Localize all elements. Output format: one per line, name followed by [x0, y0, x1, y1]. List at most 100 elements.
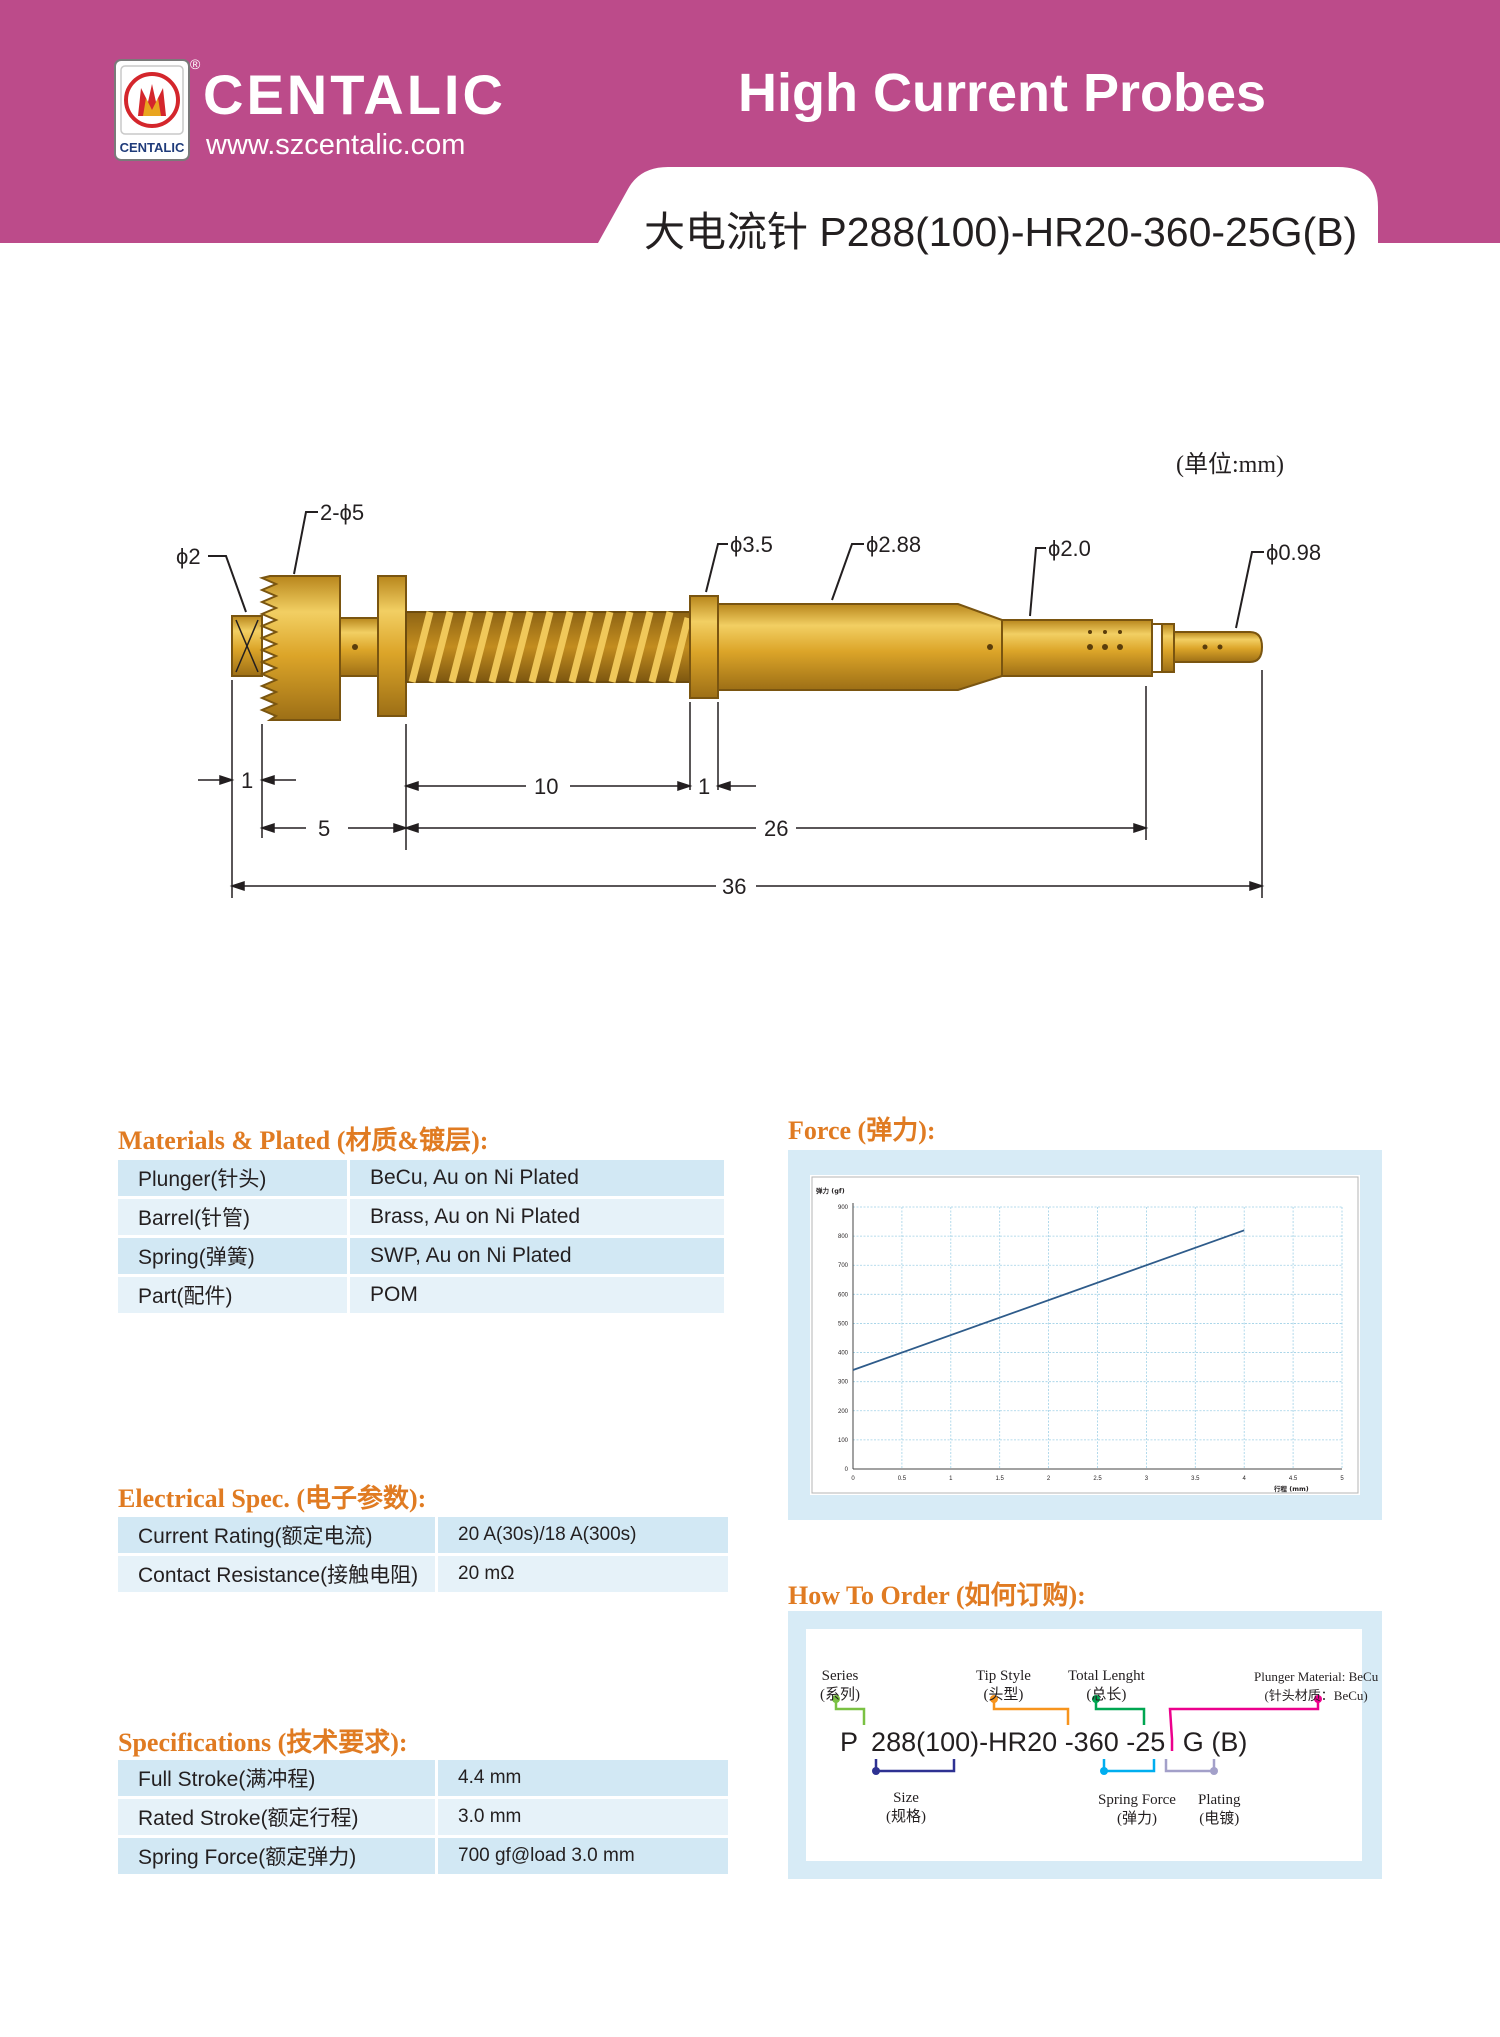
x-tick-label: 2.5: [1093, 1476, 1102, 1482]
x-axis-label: 行程 (mm): [1273, 1484, 1309, 1493]
plunger-label: Plunger Material: BeCu (针头材质：BeCu): [1254, 1667, 1378, 1705]
spec-value: 20 A(30s)/18 A(300s): [438, 1517, 728, 1556]
barrel-body: [717, 603, 1003, 691]
table-row: Rated Stroke(额定行程) 3.0 mm: [118, 1799, 728, 1838]
y-tick-label: 400: [838, 1351, 849, 1357]
code-series: P: [840, 1727, 858, 1757]
probe-tail: [231, 615, 263, 677]
series-label-en: Series: [821, 1668, 859, 1684]
table-row: Full Stroke(满冲程) 4.4 mm: [118, 1760, 728, 1799]
material-part: Barrel(针管): [118, 1199, 350, 1238]
material-part: Spring(弹簧): [118, 1238, 350, 1277]
table-row: Plunger(针头) BeCu, Au on Ni Plated: [118, 1160, 724, 1199]
code-plating: G: [1182, 1727, 1204, 1757]
plunger-body: [1001, 619, 1153, 677]
electrical-table: Current Rating(额定电流) 20 A(30s)/18 A(300s…: [118, 1517, 728, 1595]
plating-label-en: Plating: [1198, 1792, 1241, 1808]
dim-10: 10: [534, 774, 558, 799]
title-tab: [598, 167, 1378, 243]
spec-name: Full Stroke(满冲程): [118, 1760, 438, 1799]
force-series-line: [852, 1229, 1245, 1371]
label-d2-88: ϕ2.88: [866, 532, 921, 557]
plating-label: Plating (电镀): [1198, 1791, 1241, 1829]
materials-table: Plunger(针头) BeCu, Au on Ni Plated Barrel…: [118, 1160, 724, 1316]
dim-5: 5: [318, 816, 330, 841]
specifications-table: Full Stroke(满冲程) 4.4 mm Rated Stroke(额定行…: [118, 1760, 728, 1877]
x-tick-label: 3: [1145, 1476, 1149, 1482]
code-plunger: (B): [1211, 1727, 1248, 1757]
spec-name: Current Rating(额定电流): [118, 1517, 438, 1556]
unit-label: (单位:mm): [1176, 452, 1284, 478]
x-tick-label: 1.5: [996, 1476, 1005, 1482]
size-label-en: Size: [893, 1790, 919, 1806]
bracket-tip: [992, 1699, 1070, 1725]
website-link[interactable]: www.szcentalic.com: [206, 129, 466, 161]
brand-name: CENTALIC: [203, 63, 506, 126]
y-tick-label: 700: [838, 1263, 849, 1269]
length-label: Total Lenght (总长): [1068, 1667, 1145, 1705]
badge-text: CENTALIC: [119, 140, 185, 155]
table-row: Spring(弹簧) SWP, Au on Ni Plated: [118, 1238, 724, 1277]
page-title: High Current Probes: [738, 63, 1267, 123]
table-row: Barrel(针管) Brass, Au on Ni Plated: [118, 1199, 724, 1238]
x-tick-label: 3.5: [1191, 1476, 1200, 1482]
centalic-logo-icon: [114, 59, 190, 161]
bracket-force: [1102, 1759, 1156, 1773]
tip-label-cn: (头型): [983, 1687, 1024, 1703]
material-value: SWP, Au on Ni Plated: [350, 1238, 724, 1277]
plunger-label-cn: (针头材质：BeCu): [1264, 1688, 1368, 1703]
code-size: 288(100): [871, 1727, 980, 1757]
head-neck: [339, 617, 379, 677]
table-row: Current Rating(额定电流) 20 A(30s)/18 A(300s…: [118, 1517, 728, 1556]
spec-value: 4.4 mm: [438, 1760, 728, 1799]
y-tick-label: 800: [838, 1234, 849, 1240]
size-label: Size (规格): [886, 1789, 926, 1827]
order-heading: How To Order (如何订购):: [788, 1581, 1086, 1610]
series-label: Series (系列): [820, 1667, 860, 1705]
bracket-plating: [1164, 1759, 1216, 1773]
table-row: Part(配件) POM: [118, 1277, 724, 1316]
tip-label-en: Tip Style: [976, 1668, 1031, 1684]
x-tick-label: 0.5: [898, 1476, 907, 1482]
code-force: -25: [1126, 1727, 1166, 1757]
order-code: P 288(100)-HR20 -360 -25 G (B): [840, 1727, 1247, 1758]
y-axis-label: 弹力 (gf): [816, 1186, 845, 1195]
material-value: POM: [350, 1277, 724, 1316]
code-dash: -: [979, 1727, 989, 1757]
order-panel: Series (系列) Tip Style (头型) Total Lenght …: [788, 1611, 1382, 1879]
dim-36: 36: [722, 874, 746, 899]
bracket-length: [1094, 1699, 1146, 1725]
bracket-plunger: [1168, 1699, 1320, 1751]
dim-1-left: 1: [241, 768, 253, 793]
materials-heading: Materials & Plated (材质&镀层):: [118, 1126, 489, 1155]
table-row: Contact Resistance(接触电阻) 20 mΩ: [118, 1556, 728, 1595]
page-header: CENTALIC ® CENTALIC www.szcentalic.com H…: [0, 0, 1500, 255]
y-tick-label: 200: [838, 1409, 849, 1415]
y-tick-label: 100: [838, 1438, 849, 1444]
registered-mark: ®: [190, 56, 201, 72]
probe-drawing: ϕ2 2-ϕ5 ϕ3.5 ϕ2.88 ϕ2.0 ϕ0.98: [176, 500, 1321, 899]
table-row: Spring Force(额定弹力) 700 gf@load 3.0 mm: [118, 1838, 728, 1877]
code-tip: HR20: [988, 1727, 1058, 1757]
length-label-cn: (总长): [1086, 1687, 1127, 1703]
electrical-heading: Electrical Spec. (电子参数):: [118, 1484, 427, 1513]
label-d3-5: ϕ3.5: [730, 532, 773, 557]
y-tick-label: 0: [845, 1467, 849, 1473]
spec-value: 3.0 mm: [438, 1799, 728, 1838]
material-part: Plunger(针头): [118, 1160, 350, 1199]
chart-border: [811, 1176, 1359, 1494]
label-d2: ϕ2: [176, 544, 201, 569]
spring: [405, 611, 692, 683]
series-label-cn: (系列): [820, 1687, 860, 1703]
bracket-size: [874, 1759, 956, 1773]
barrel-ring: [689, 595, 719, 699]
plating-label-cn: (电镀): [1199, 1811, 1240, 1827]
collar-disk: [377, 575, 407, 717]
tip-label: Tip Style (头型): [976, 1667, 1031, 1705]
x-tick-label: 2: [1047, 1476, 1051, 1482]
bracket-series: [834, 1699, 866, 1725]
length-label-en: Total Lenght: [1068, 1668, 1145, 1684]
force-heading: Force (弹力):: [788, 1116, 936, 1145]
